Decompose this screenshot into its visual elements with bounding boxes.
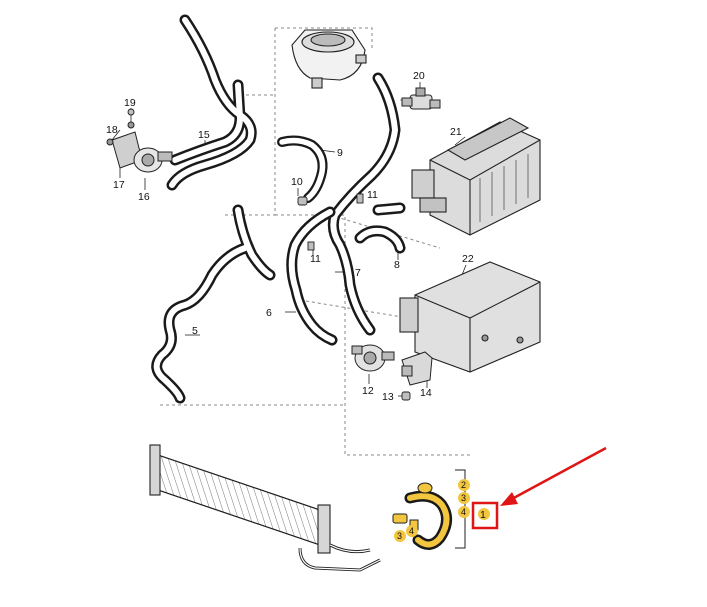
callout-4-lower: 4 [409, 526, 414, 536]
high-voltage-heater-21 [411, 117, 541, 236]
valve-20 [401, 87, 441, 110]
part-label-21: 21 [450, 126, 462, 138]
part-label-16: 16 [138, 191, 150, 203]
red-arrow-shaft [509, 446, 607, 502]
part-label-11-upper: 11 [367, 189, 378, 201]
part-label-17: 17 [113, 179, 125, 191]
part-label-22: 22 [462, 253, 474, 265]
part-label-19: 19 [124, 97, 136, 109]
callout-4-upper: 4 [461, 507, 466, 517]
part-label-9: 9 [337, 147, 343, 159]
callout-markers [394, 479, 490, 542]
callout-3-upper: 3 [461, 493, 466, 503]
part-label-7: 7 [355, 267, 361, 279]
hose-5 [151, 204, 276, 404]
part-label-10: 10 [291, 176, 303, 188]
bracket-14 [401, 351, 433, 386]
coolant-pump-16 [106, 121, 173, 173]
part-label-1: 1 [480, 509, 486, 521]
part-label-15: 15 [198, 129, 210, 141]
fasteners [127, 108, 411, 401]
part-label-5: 5 [192, 325, 198, 337]
hoses [151, 14, 452, 550]
callout-2: 2 [461, 480, 466, 490]
part-label-12: 12 [362, 385, 374, 397]
expansion-tank [291, 29, 367, 89]
red-arrow-head [500, 492, 518, 506]
control-unit-22 [399, 261, 541, 373]
part-label-11-lower: 11 [310, 253, 321, 265]
part-label-6: 6 [266, 307, 272, 319]
highlighted-line-components [392, 482, 433, 531]
part-label-20: 20 [413, 70, 425, 82]
callout-3-lower: 3 [397, 531, 402, 541]
part-label-14: 14 [420, 387, 432, 399]
part-label-8: 8 [394, 259, 400, 271]
part-label-18: 18 [106, 124, 118, 136]
coolant-pump-12 [351, 344, 395, 372]
radiator [149, 444, 381, 572]
part-label-13: 13 [382, 391, 394, 403]
highlight-box [471, 501, 499, 530]
